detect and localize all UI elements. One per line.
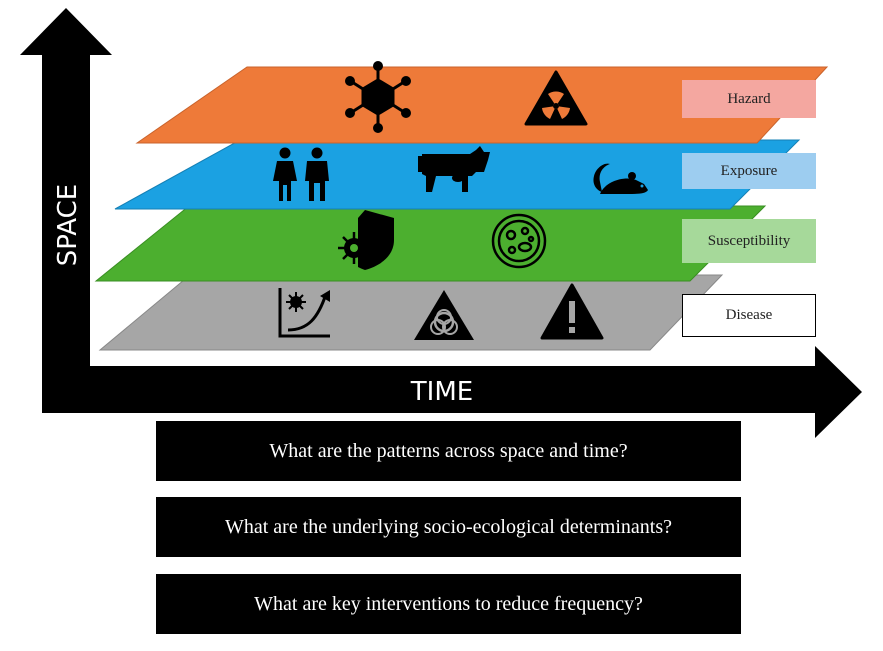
shield-virus-icon — [338, 210, 394, 270]
people-icon — [273, 147, 329, 201]
petri-dish-icon — [491, 213, 547, 269]
layer-label-hazard: Hazard — [682, 80, 816, 118]
hazard-layer — [135, 61, 829, 144]
disease-layer — [98, 274, 724, 351]
exclamation-warning-icon — [540, 283, 604, 340]
virus-icon — [345, 61, 411, 133]
disease-plane — [98, 274, 724, 351]
biohazard-warning-icon — [414, 290, 474, 340]
susceptibility-plane — [94, 205, 767, 282]
space-axis-label: SPACE — [53, 184, 83, 266]
layer-label-exposure: Exposure — [682, 153, 816, 189]
hazard-plane — [135, 66, 829, 144]
rat-icon — [593, 163, 648, 194]
layer-label-disease: Disease — [682, 294, 816, 337]
exposure-layer — [114, 139, 801, 210]
space-axis-arrow — [20, 8, 862, 438]
question-determinants: What are the underlying socio-ecological… — [156, 497, 741, 557]
axes: SPACE TIME — [20, 8, 862, 438]
layer-label-susceptibility: Susceptibility — [682, 219, 816, 263]
question-patterns: What are the patterns across space and t… — [156, 421, 741, 481]
radiation-warning-icon — [524, 70, 588, 126]
question-interventions: What are key interventions to reduce fre… — [156, 574, 741, 634]
time-axis-label: TIME — [410, 377, 473, 407]
layered-diagram: SPACE TIME — [20, 8, 862, 438]
susceptibility-layer — [94, 205, 767, 282]
cow-icon — [418, 146, 490, 192]
growth-chart-icon — [278, 288, 330, 338]
